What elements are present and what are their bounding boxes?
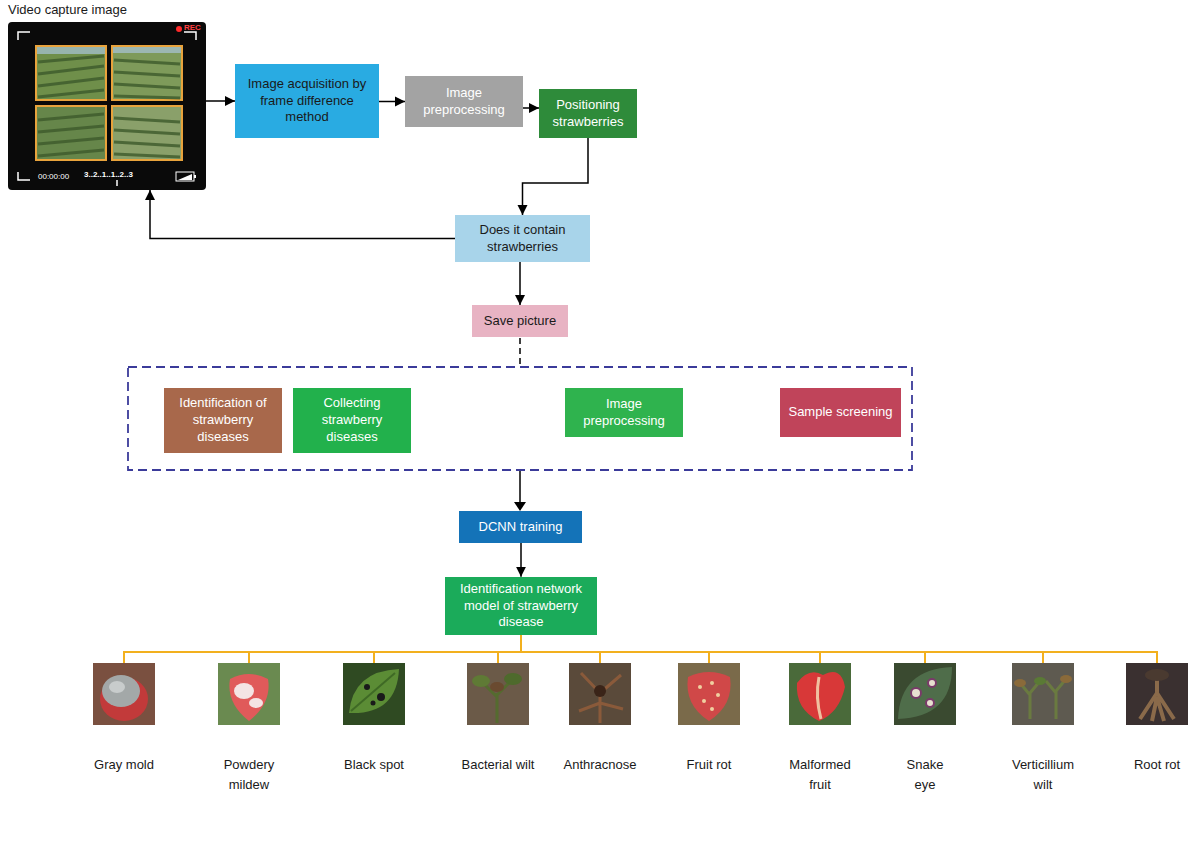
video-frame: Video capture imageREC 00:00:00 3..2..1..1… — [8, 2, 206, 190]
disease-item: Root rot — [1109, 663, 1194, 775]
box-label: Does it contain strawberries — [461, 222, 584, 256]
frame-heading: Video capture image — [8, 2, 127, 18]
box-label: Collecting strawberry diseases — [299, 395, 405, 446]
tree-connector — [521, 635, 709, 663]
box-label: Image preprocessing — [411, 85, 517, 119]
process-box: Collecting strawberry diseases — [293, 388, 411, 453]
tree-connector — [521, 635, 925, 663]
process-box: Image acquisition by frame difference me… — [235, 64, 379, 138]
overlay-text: 3..2..1..1..2..3 — [84, 170, 133, 180]
disease-caption: Anthracnose — [552, 755, 648, 775]
video-panel — [8, 22, 206, 190]
disease-caption: Powdery mildew — [212, 755, 286, 794]
flow-arrow — [523, 107, 539, 109]
disease-item: Black spot — [326, 663, 422, 775]
disease-item: Fruit rot — [661, 663, 757, 775]
process-box: Identification of strawberry diseases — [164, 388, 282, 453]
process-box: Positioning strawberries — [539, 89, 637, 138]
tree-connector — [521, 635, 1043, 663]
process-box: Identification network model of strawber… — [445, 577, 597, 636]
flow-arrow — [206, 100, 235, 102]
disease-caption: Black spot — [329, 755, 419, 775]
box-label: Identification network model of strawber… — [451, 581, 591, 632]
group-arrowhead — [514, 502, 526, 511]
tree-connector — [521, 635, 820, 663]
disease-caption: Malformed fruit — [783, 755, 857, 794]
disease-caption: Root rot — [1122, 755, 1192, 775]
disease-caption: Gray mold — [79, 755, 169, 775]
box-label: Sample screening — [788, 404, 892, 421]
disease-item: Gray mold — [76, 663, 172, 775]
disease-caption: Verticillium wilt — [1003, 755, 1083, 794]
process-box: Does it contain strawberries — [455, 215, 590, 262]
tree-connector — [374, 635, 521, 663]
disease-item: Malformed fruit — [772, 663, 868, 794]
disease-item: Snake eye — [877, 663, 973, 794]
tree-connector — [498, 635, 521, 663]
flow-arrow — [379, 101, 405, 103]
flow-arrow — [523, 138, 589, 215]
overlay-text: 00:00:00 — [38, 172, 69, 182]
tree-connector — [249, 635, 521, 663]
box-label: Identification of strawberry diseases — [170, 395, 276, 446]
process-box: Save picture — [472, 305, 568, 337]
process-box: Image preprocessing — [565, 388, 683, 437]
box-label: Image acquisition by frame difference me… — [241, 76, 373, 127]
box-label: Image preprocessing — [571, 396, 677, 430]
disease-caption: Snake eye — [901, 755, 949, 794]
tree-connector — [521, 635, 1157, 663]
flow-arrow — [519, 262, 521, 305]
dashed-group — [128, 367, 912, 470]
process-box: DCNN training — [459, 511, 582, 543]
tree-connector — [124, 635, 521, 663]
disease-item: Verticillium wilt — [995, 663, 1091, 794]
disease-images — [93, 663, 1188, 725]
tree-connector — [521, 635, 600, 663]
disease-item: Anthracnose — [552, 663, 648, 775]
flow-arrow — [520, 543, 522, 577]
overlay-text: REC — [184, 23, 201, 33]
box-label: Positioning strawberries — [545, 97, 631, 131]
disease-caption: Bacterial wilt — [461, 755, 535, 775]
box-label: DCNN training — [479, 519, 563, 536]
process-box: Sample screening — [780, 388, 901, 437]
flow-arrow — [150, 190, 455, 239]
box-label: Save picture — [484, 313, 556, 330]
group-arrow — [519, 471, 521, 503]
disease-item: Powdery mildew — [201, 663, 297, 794]
disease-item: Bacterial wilt — [450, 663, 546, 775]
disease-caption: Fruit rot — [664, 755, 754, 775]
process-box: Image preprocessing — [405, 76, 523, 127]
dashed-link — [519, 338, 521, 366]
